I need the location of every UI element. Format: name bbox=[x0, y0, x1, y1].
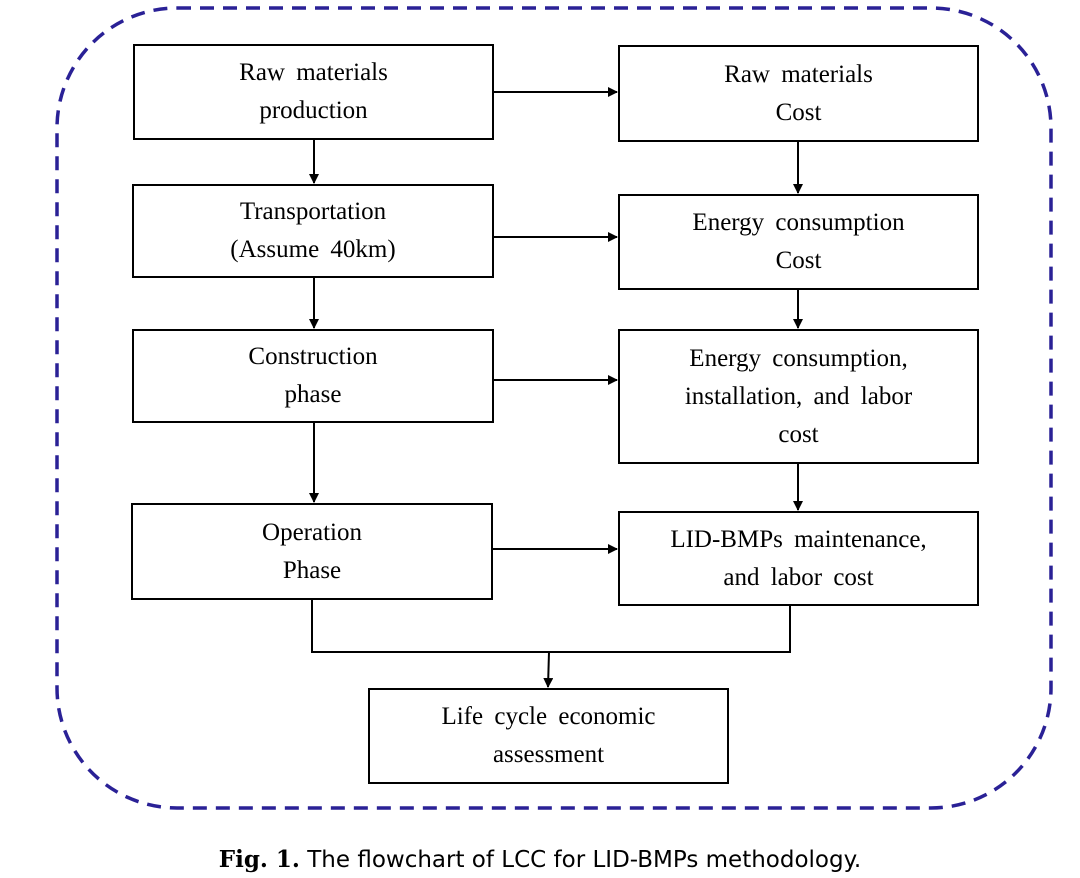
box-line: and labor cost bbox=[723, 563, 874, 591]
energy-consumption-cost-box: Energy consumption Cost bbox=[618, 194, 979, 290]
dashed-boundary bbox=[55, 6, 1053, 810]
figure-caption-text: The flowchart of LCC for LID-BMPs method… bbox=[307, 847, 862, 873]
box-line: (Assume 40km) bbox=[230, 236, 396, 263]
box-line: LID-BMPs maintenance, bbox=[670, 525, 927, 553]
arrow-to-assessment bbox=[543, 651, 554, 688]
figure-label: Fig. 1. bbox=[218, 846, 300, 873]
box-line: Cost bbox=[775, 98, 822, 126]
box-line: Operation bbox=[262, 518, 362, 546]
merge-connector bbox=[311, 599, 791, 653]
transportation-box: Transportation (Assume 40km) bbox=[132, 184, 494, 278]
box-line: installation, and labor bbox=[684, 382, 913, 410]
box-line: Energy consumption bbox=[692, 209, 905, 236]
box-line: Transportation bbox=[239, 198, 387, 225]
raw-materials-cost-box: Raw materials Cost bbox=[618, 45, 979, 142]
operation-phase-box: Operation Phase bbox=[131, 503, 493, 600]
construction-phase-box: Construction phase bbox=[132, 329, 494, 423]
box-line: phase bbox=[284, 381, 342, 408]
box-line: production bbox=[259, 97, 368, 124]
life-cycle-assessment-box: Life cycle economic assessment bbox=[368, 688, 729, 784]
raw-materials-production-box: Raw materials production bbox=[133, 44, 494, 140]
box-line: Construction bbox=[248, 343, 378, 370]
box-line: Cost bbox=[775, 247, 822, 274]
installation-labor-cost-box: Energy consumption, installation, and la… bbox=[618, 329, 979, 464]
figure-caption: Fig. 1. The flowchart of LCC for LID-BMP… bbox=[0, 846, 1080, 873]
box-line: Raw materials bbox=[239, 59, 388, 86]
box-line: assessment bbox=[492, 741, 605, 768]
box-line: Phase bbox=[282, 556, 342, 584]
box-line: cost bbox=[778, 420, 819, 448]
box-line: Energy consumption, bbox=[689, 344, 908, 372]
maintenance-labor-cost-box: LID-BMPs maintenance, and labor cost bbox=[618, 511, 979, 606]
box-line: Life cycle economic bbox=[441, 703, 656, 730]
box-line: Raw materials bbox=[724, 60, 873, 88]
